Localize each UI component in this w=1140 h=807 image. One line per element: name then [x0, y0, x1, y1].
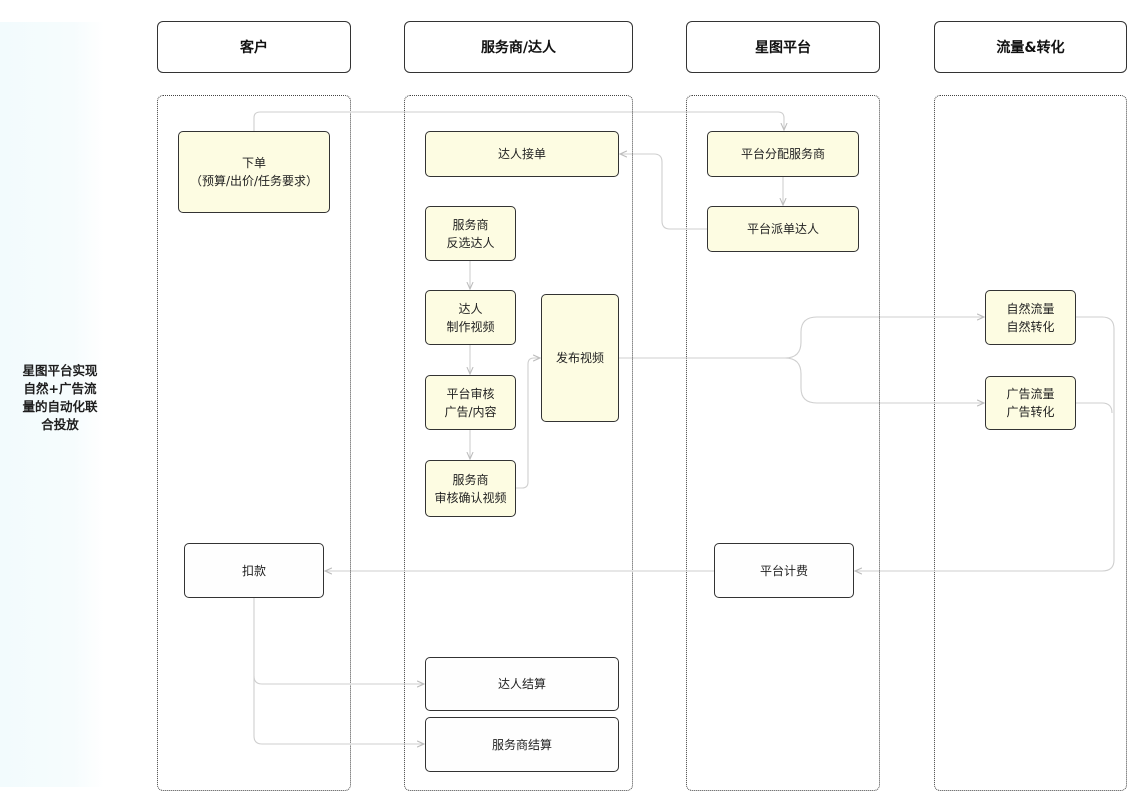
- node-creator-accept: 达人接单: [425, 131, 619, 177]
- node-provider-settle: 服务商结算: [425, 717, 619, 772]
- edge-publish-to-natural: [619, 317, 984, 359]
- node-place-order: 下单 （预算/出价/任务要求）: [178, 131, 330, 213]
- edge-order-to-assign: [253, 111, 784, 131]
- edge-ad-to-billing: [1076, 402, 1113, 414]
- edge-confirm-to-publish: [516, 358, 540, 489]
- lane-header-xingtu-platform: 星图平台: [686, 21, 880, 73]
- node-platform-assign: 平台分配服务商: [707, 131, 859, 177]
- lane-header-provider-creator: 服务商/达人: [404, 21, 633, 73]
- side-label: 星图平台实现 自然+广告流 量的自动化联 合投放: [22, 363, 98, 432]
- edge-deduct-to-provider-settle: [253, 676, 424, 744]
- node-creator-settle: 达人结算: [425, 657, 619, 711]
- lane-header-traffic-conversion: 流量&转化: [934, 21, 1127, 73]
- lane-xingtu-platform: [686, 95, 880, 791]
- edge-natural-to-billing: [855, 316, 1115, 571]
- node-ad-traffic: 广告流量 广告转化: [985, 376, 1076, 430]
- side-band: [0, 22, 104, 787]
- node-natural-traffic: 自然流量 自然转化: [985, 290, 1076, 345]
- node-platform-billing: 平台计费: [714, 543, 854, 598]
- node-deduct: 扣款: [184, 543, 324, 598]
- lane-header-customer: 客户: [157, 21, 351, 73]
- node-creator-make-video: 达人 制作视频: [425, 290, 516, 345]
- lane-traffic-conversion: [934, 95, 1127, 791]
- node-provider-confirm: 服务商 审核确认视频: [425, 460, 516, 517]
- node-platform-dispatch: 平台派单达人: [707, 206, 859, 252]
- lane-provider-creator: [404, 95, 633, 791]
- node-publish-video: 发布视频: [541, 294, 619, 422]
- node-provider-select: 服务商 反选达人: [425, 206, 516, 261]
- edge-deduct-to-creator-settle: [253, 598, 424, 684]
- node-platform-review: 平台审核 广告/内容: [425, 375, 516, 430]
- lane-customer: [157, 95, 351, 791]
- edge-publish-to-ad: [784, 357, 984, 403]
- edge-dispatch-to-accept: [620, 154, 707, 230]
